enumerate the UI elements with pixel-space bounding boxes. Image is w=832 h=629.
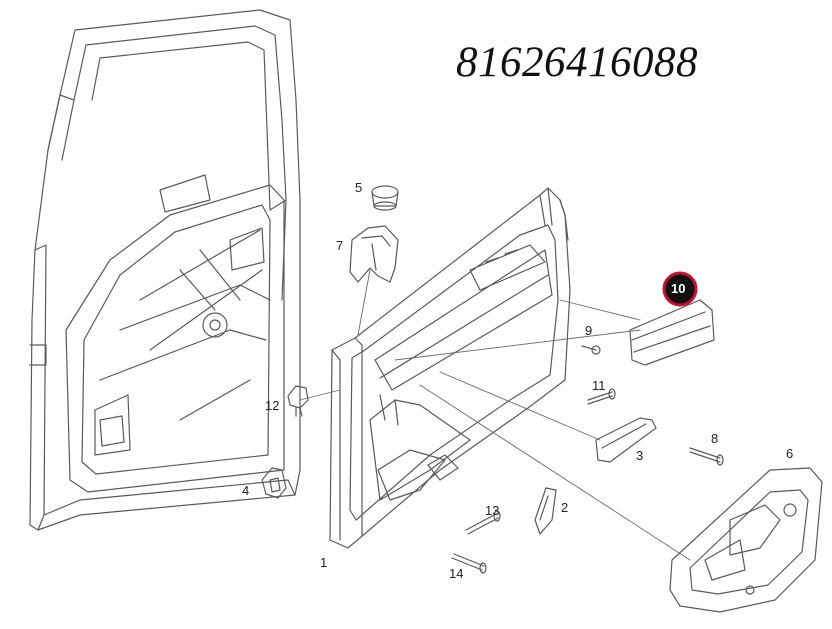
callout-8: 8 [711, 431, 719, 446]
bracket-7 [349, 225, 399, 283]
pull-handle [669, 467, 823, 613]
clip-12 [287, 385, 309, 417]
callout-2: 2 [561, 500, 569, 515]
callout-12: 12 [265, 398, 280, 413]
callout-6: 6 [786, 446, 794, 461]
callout-4: 4 [242, 483, 250, 498]
leader-lines [299, 269, 691, 561]
trim-strip [595, 417, 657, 463]
callout-3: 3 [636, 448, 644, 463]
cover-2 [534, 487, 557, 535]
callout-14: 14 [449, 566, 464, 581]
clip-5 [371, 185, 399, 211]
highlight-ring [662, 271, 698, 307]
callout-13: 13 [485, 503, 500, 518]
callout-10: 10 [671, 281, 686, 296]
part-number: 81626416088 [456, 39, 698, 86]
callout-9: 9 [585, 323, 593, 338]
screws [451, 345, 724, 574]
door-trim-panel [329, 187, 571, 549]
callout-7: 7 [336, 238, 344, 253]
callout-11: 11 [592, 378, 606, 393]
fastener-4 [261, 467, 287, 499]
armrest-cover [629, 299, 715, 366]
callout-5: 5 [355, 180, 363, 195]
callout-1: 1 [320, 555, 328, 570]
door-frame [29, 9, 301, 531]
